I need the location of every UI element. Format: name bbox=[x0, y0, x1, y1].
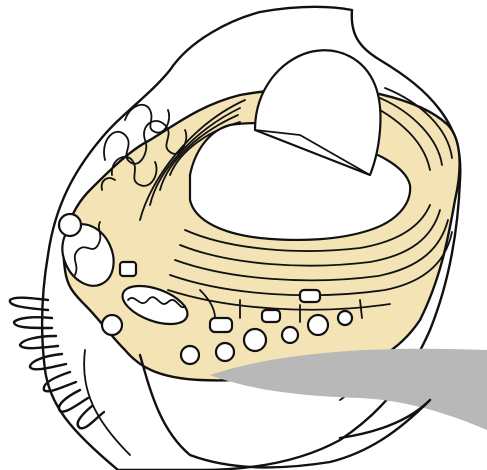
microvilli bbox=[10, 298, 104, 429]
